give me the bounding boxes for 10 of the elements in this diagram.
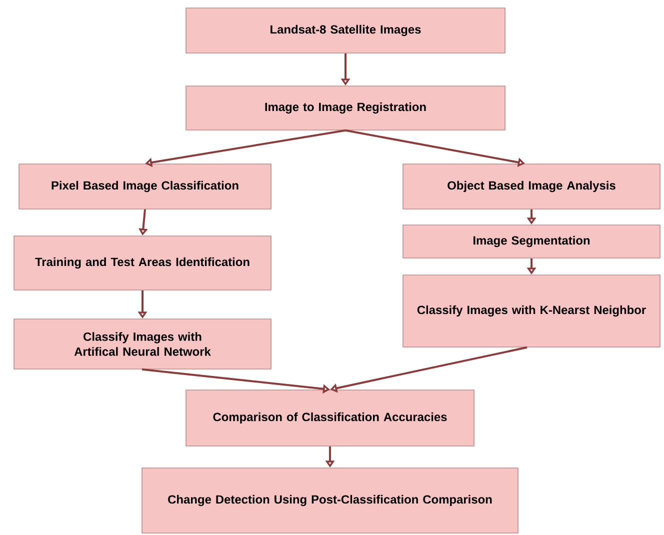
process-box: Image Segmentation bbox=[402, 224, 660, 258]
process-box: Classify Images with K-Nearst Neighbor bbox=[402, 274, 660, 348]
process-box: Image to Image Registration bbox=[186, 86, 506, 130]
process-box: Comparison of Classification Accuracies bbox=[186, 390, 474, 446]
process-box: Pixel Based Image Classification bbox=[18, 164, 272, 210]
process-box: Landsat-8 Satellite Images bbox=[186, 8, 506, 54]
process-box: Classify Images with Artifical Neural Network bbox=[14, 318, 272, 370]
process-box: Object Based Image Analysis bbox=[402, 164, 660, 210]
process-box: Training and Test Areas Identification bbox=[14, 236, 272, 290]
process-box: Change Detection Using Post-Classification Comparison bbox=[142, 468, 518, 534]
